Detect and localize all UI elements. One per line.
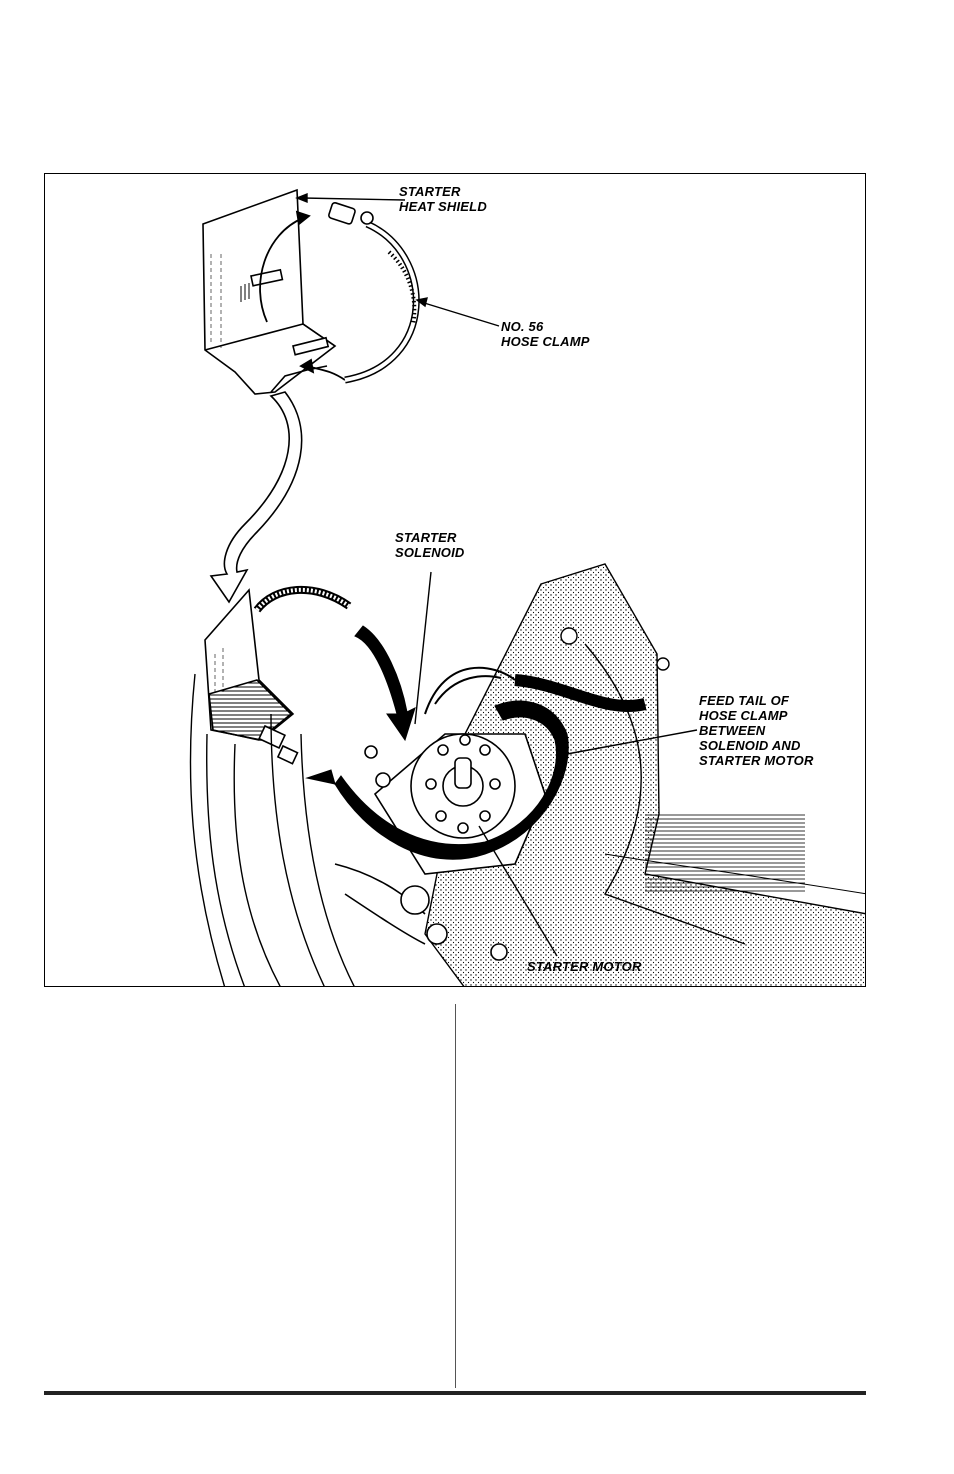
starter-heat-shield-illustration	[45, 174, 866, 987]
hose-clamp-upper	[328, 202, 416, 380]
callout-feed-tail: FEED TAIL OF HOSE CLAMP BETWEEN SOLENOID…	[699, 693, 814, 768]
callout-hose-clamp: NO. 56 HOSE CLAMP	[501, 319, 590, 349]
callout-starter-heat-shield: STARTER HEAT SHIELD	[399, 184, 487, 214]
footer-rule	[44, 1391, 866, 1395]
figure-frame: STARTER HEAT SHIELD NO. 56 HOSE CLAMP ST…	[44, 173, 866, 987]
heat-shield-lower	[205, 590, 298, 764]
callout-starter-motor: STARTER MOTOR	[527, 959, 642, 974]
transfer-arrow	[211, 392, 302, 602]
column-divider	[455, 1004, 456, 1388]
lower-clamp-tail	[257, 590, 349, 610]
callout-starter-solenoid: STARTER SOLENOID	[395, 530, 465, 560]
heat-shield-upper	[203, 190, 335, 394]
